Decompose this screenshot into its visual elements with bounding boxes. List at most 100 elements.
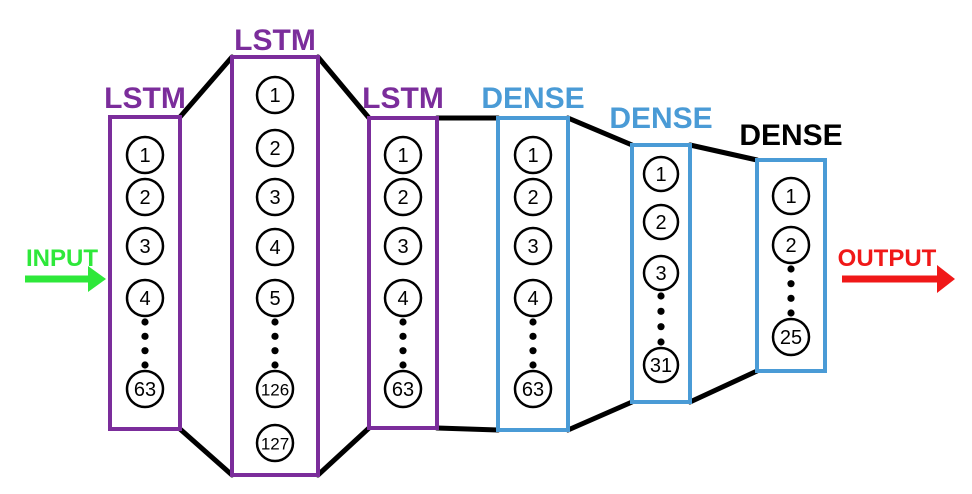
- neuron: 2: [642, 203, 680, 241]
- neuron-circle: [771, 176, 811, 216]
- neuron: 3: [642, 254, 680, 292]
- neuron-circle: [255, 369, 295, 409]
- neuron-label: 2: [397, 187, 408, 209]
- layer-3-lstm: LSTM 1 2 3 4 63: [362, 82, 444, 430]
- neuron-circle: [771, 225, 811, 265]
- ellipsis-dots: [787, 265, 795, 317]
- neuron-label: 4: [527, 288, 538, 310]
- ellipsis-dots: [141, 318, 149, 369]
- neuron-circle: [771, 317, 811, 357]
- neuron-label: 2: [269, 138, 280, 160]
- layer-connectors: [177, 54, 760, 478]
- neuron-circle: [125, 278, 165, 318]
- neuron-circle: [513, 226, 553, 266]
- input-label: INPUT: [26, 245, 98, 272]
- layer-title: DENSE: [739, 119, 842, 152]
- neuron-circle: [125, 369, 165, 409]
- neuron-label: 1: [269, 85, 280, 107]
- layer-title: DENSE: [609, 102, 712, 135]
- neuron-label: 1: [527, 145, 538, 167]
- neuron: 3: [513, 226, 553, 266]
- neuron-circle: [125, 177, 165, 217]
- neuron: 5: [255, 278, 295, 318]
- neuron: 4: [513, 278, 553, 318]
- neuron-label: 63: [392, 379, 414, 401]
- input-arrow-icon: [25, 266, 106, 292]
- neuron: 1: [383, 135, 423, 175]
- neuron-label: 126: [261, 381, 289, 400]
- neuron: 1: [125, 135, 165, 175]
- neuron-label: 31: [650, 355, 672, 377]
- connector-top-1: [177, 54, 235, 120]
- neuron-label: 4: [139, 288, 150, 310]
- connector-bottom-1: [177, 426, 235, 478]
- neuron-circle: [383, 135, 423, 175]
- neuron: 1: [255, 75, 295, 115]
- neuron-label: 5: [269, 288, 280, 310]
- neuron-circle: [255, 128, 295, 168]
- neuron-circle: [513, 177, 553, 217]
- neuron-label: 1: [655, 164, 666, 186]
- neuron: 31: [642, 346, 680, 384]
- neuron: 3: [255, 177, 295, 217]
- neuron-label: 3: [527, 236, 538, 258]
- layer-title: LSTM: [234, 24, 316, 57]
- neuron: 2: [771, 225, 811, 265]
- layer-2-lstm: LSTM 1 2 3 4 5 126 127: [230, 24, 320, 477]
- neuron: 3: [125, 226, 165, 266]
- neuron-circle: [383, 369, 423, 409]
- neuron-label: 2: [655, 212, 666, 234]
- neuron: 1: [513, 135, 553, 175]
- neuron: 1: [771, 176, 811, 216]
- neuron-circle: [255, 75, 295, 115]
- neuron-circle: [255, 227, 295, 267]
- neuron: 3: [383, 226, 423, 266]
- layer-title: LSTM: [362, 82, 444, 115]
- neuron-circle: [383, 226, 423, 266]
- neuron: 4: [383, 278, 423, 318]
- network-layers: LSTM123463LSTM12345126127LSTM123463DENSE…: [104, 24, 843, 477]
- neuron-label: 127: [261, 435, 289, 454]
- neuron: 126: [255, 369, 295, 409]
- neuron-label: 2: [785, 235, 796, 257]
- neuron: 63: [125, 369, 165, 409]
- neuron-circle: [513, 369, 553, 409]
- connector-bottom-2: [315, 425, 372, 478]
- neuron-circle: [383, 278, 423, 318]
- neuron-label: 25: [780, 327, 802, 349]
- neuron-label: 3: [655, 263, 666, 285]
- ellipsis-dots: [657, 292, 665, 346]
- layer-title: DENSE: [481, 82, 584, 115]
- neuron-circle: [125, 226, 165, 266]
- neuron-circle: [513, 135, 553, 175]
- neuron-circle: [642, 254, 680, 292]
- connector-bottom-3: [434, 425, 501, 433]
- connector-top-5: [687, 142, 760, 163]
- neuron: 2: [513, 177, 553, 217]
- neuron-circle: [513, 278, 553, 318]
- ellipsis-dots: [399, 318, 407, 369]
- ellipsis-dots: [529, 318, 537, 369]
- neuron: 2: [255, 128, 295, 168]
- connector-top-4: [565, 115, 635, 148]
- connector-bottom-5: [687, 368, 760, 405]
- neuron-label: 3: [139, 236, 150, 258]
- output-group: OUTPUT: [838, 245, 955, 293]
- layer-6-dense: DENSE 1 2 25: [739, 119, 843, 373]
- neuron-label: 63: [134, 379, 156, 401]
- neuron-label: 1: [785, 186, 796, 208]
- neuron-label: 4: [397, 288, 408, 310]
- layer-5-dense: DENSE 1 2 3 31: [609, 102, 713, 404]
- neuron-circle: [642, 155, 680, 193]
- neuron: 4: [125, 278, 165, 318]
- ellipsis-dots: [271, 318, 279, 369]
- neuron-circle: [255, 423, 295, 463]
- neuron: 4: [255, 227, 295, 267]
- neuron-label: 2: [139, 187, 150, 209]
- neuron-label: 3: [397, 236, 408, 258]
- neuron-circle: [255, 278, 295, 318]
- neuron-circle: [642, 203, 680, 241]
- neuron-label: 4: [269, 237, 280, 259]
